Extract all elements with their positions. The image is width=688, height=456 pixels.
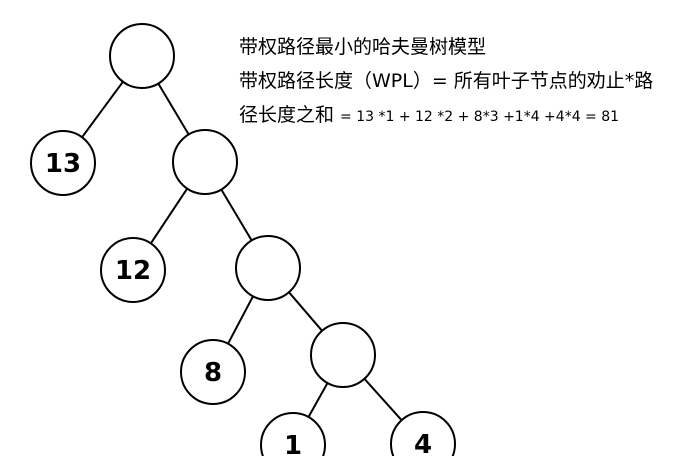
wpl-definition-line2: 径长度之和 = 13 *1 + 12 *2 + 8*3 +1*4 +4*4 = 8… xyxy=(239,98,653,134)
node-leaf-12 xyxy=(100,237,166,303)
node-internal-1 xyxy=(172,129,238,195)
edge-internal-1-leaf-12 xyxy=(149,188,189,244)
node-leaf-8 xyxy=(180,339,246,405)
tree-edges xyxy=(81,81,403,421)
edge-root-leaf-13 xyxy=(81,81,124,138)
node-label-leaf-8: 8 xyxy=(204,358,222,388)
tree-nodes: 13 12 8 1 4 xyxy=(30,23,456,456)
wpl-formula: = 13 *1 + 12 *2 + 8*3 +1*4 +4*4 = 81 xyxy=(340,109,620,125)
edge-internal-2-leaf-8 xyxy=(227,295,254,345)
edge-internal-2-internal-3 xyxy=(288,291,323,332)
edge-root-internal-1 xyxy=(157,82,190,136)
edge-internal-3-leaf-1 xyxy=(307,382,329,418)
node-internal-3 xyxy=(310,322,376,388)
title-text: 带权路径最小的哈夫曼树模型 xyxy=(239,36,487,58)
edge-internal-3-leaf-4 xyxy=(363,378,403,421)
node-label-leaf-13: 13 xyxy=(45,149,81,179)
node-leaf-4 xyxy=(390,411,456,456)
wpl-definition-line1: 带权路径长度（WPL）= 所有叶子节点的劝止*路 xyxy=(239,70,654,92)
node-internal-2 xyxy=(235,235,301,301)
node-leaf-13 xyxy=(30,130,96,196)
node-label-leaf-1: 1 xyxy=(284,431,302,456)
node-leaf-1 xyxy=(260,412,326,456)
node-label-leaf-12: 12 xyxy=(115,256,151,286)
node-root xyxy=(109,23,175,89)
wpl-definition-line2-text: 径长度之和 xyxy=(239,104,335,126)
description-text: 带权路径最小的哈夫曼树模型 带权路径长度（WPL）= 所有叶子节点的劝止*路 径… xyxy=(239,30,653,134)
edge-internal-1-internal-2 xyxy=(220,188,253,242)
node-label-leaf-4: 4 xyxy=(414,430,432,456)
